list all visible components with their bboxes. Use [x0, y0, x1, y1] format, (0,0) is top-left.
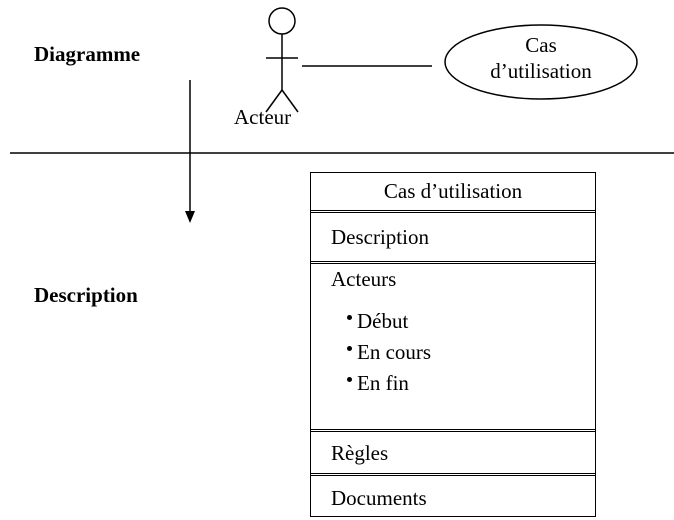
actors-title: Acteurs	[331, 267, 397, 291]
use-case-description-table: Cas d’utilisation Description Acteurs Dé…	[310, 172, 596, 517]
table-row-actors: Acteurs Début En cours En fin	[311, 264, 595, 432]
list-item: En cours	[347, 337, 575, 368]
use-case-ellipse	[444, 24, 638, 100]
diagram-section-label: Diagramme	[34, 42, 141, 66]
stick-figure-icon	[265, 7, 299, 113]
list-item: En fin	[347, 368, 575, 399]
table-row-documents: Documents	[331, 486, 427, 510]
actor-items-list: Début En cours En fin	[331, 306, 575, 399]
actor-label: Acteur	[234, 105, 292, 129]
use-case-ellipse-line2: d’utilisation	[490, 59, 592, 83]
table-header: Cas d’utilisation	[311, 173, 595, 213]
use-case-ellipse-line1: Cas	[525, 33, 557, 57]
description-section-label: Description	[34, 283, 138, 307]
use-case-ellipse-label: Cas d’utilisation	[449, 32, 633, 84]
table-row-rules: Règles	[311, 432, 595, 476]
flow-arrow-head	[185, 211, 195, 223]
list-item: Début	[347, 306, 575, 337]
table-row-description: Description	[311, 213, 595, 264]
